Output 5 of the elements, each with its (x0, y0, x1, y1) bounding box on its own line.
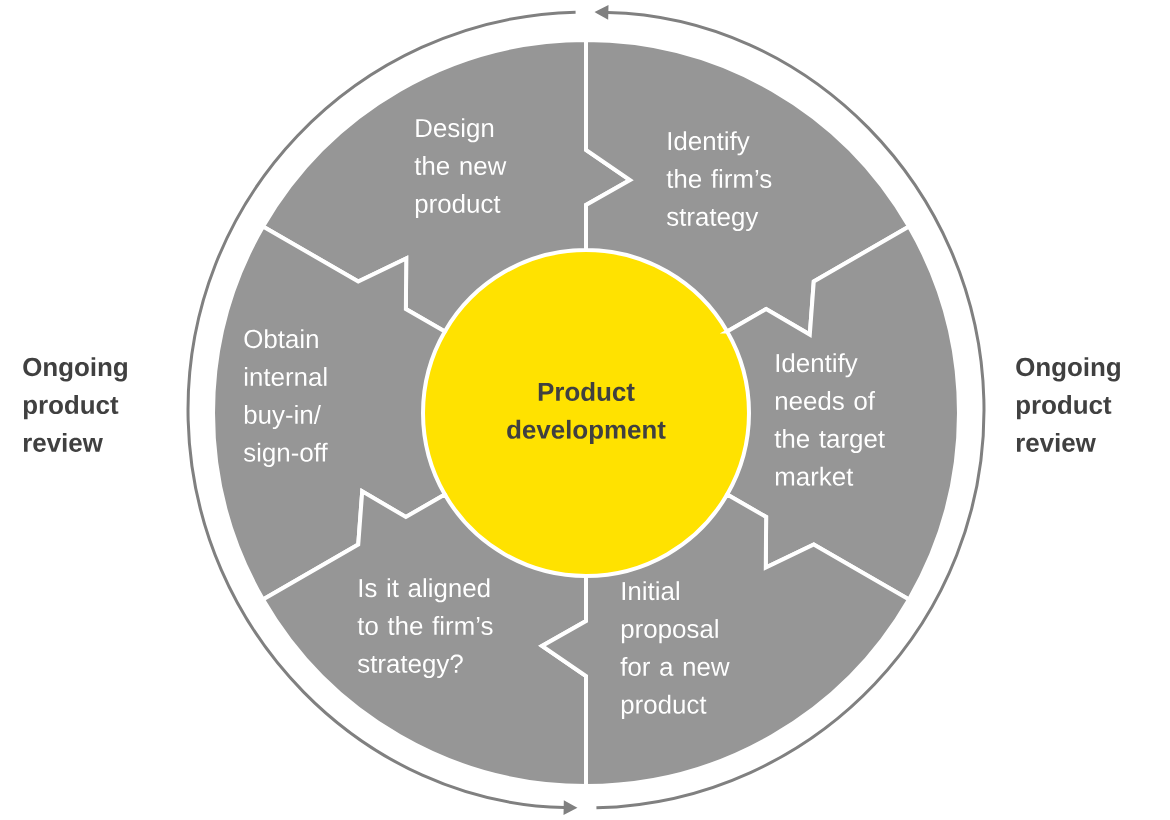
side-label: Ongoing product review (1016, 357, 1120, 452)
segment: Initial proposal for a new product (540, 492, 912, 788)
side-label: Ongoing product review (23, 357, 127, 452)
segment: Is it aligned to the firm’s strategy? (261, 489, 588, 788)
segment: Identify the firm’s strategy (584, 38, 912, 337)
